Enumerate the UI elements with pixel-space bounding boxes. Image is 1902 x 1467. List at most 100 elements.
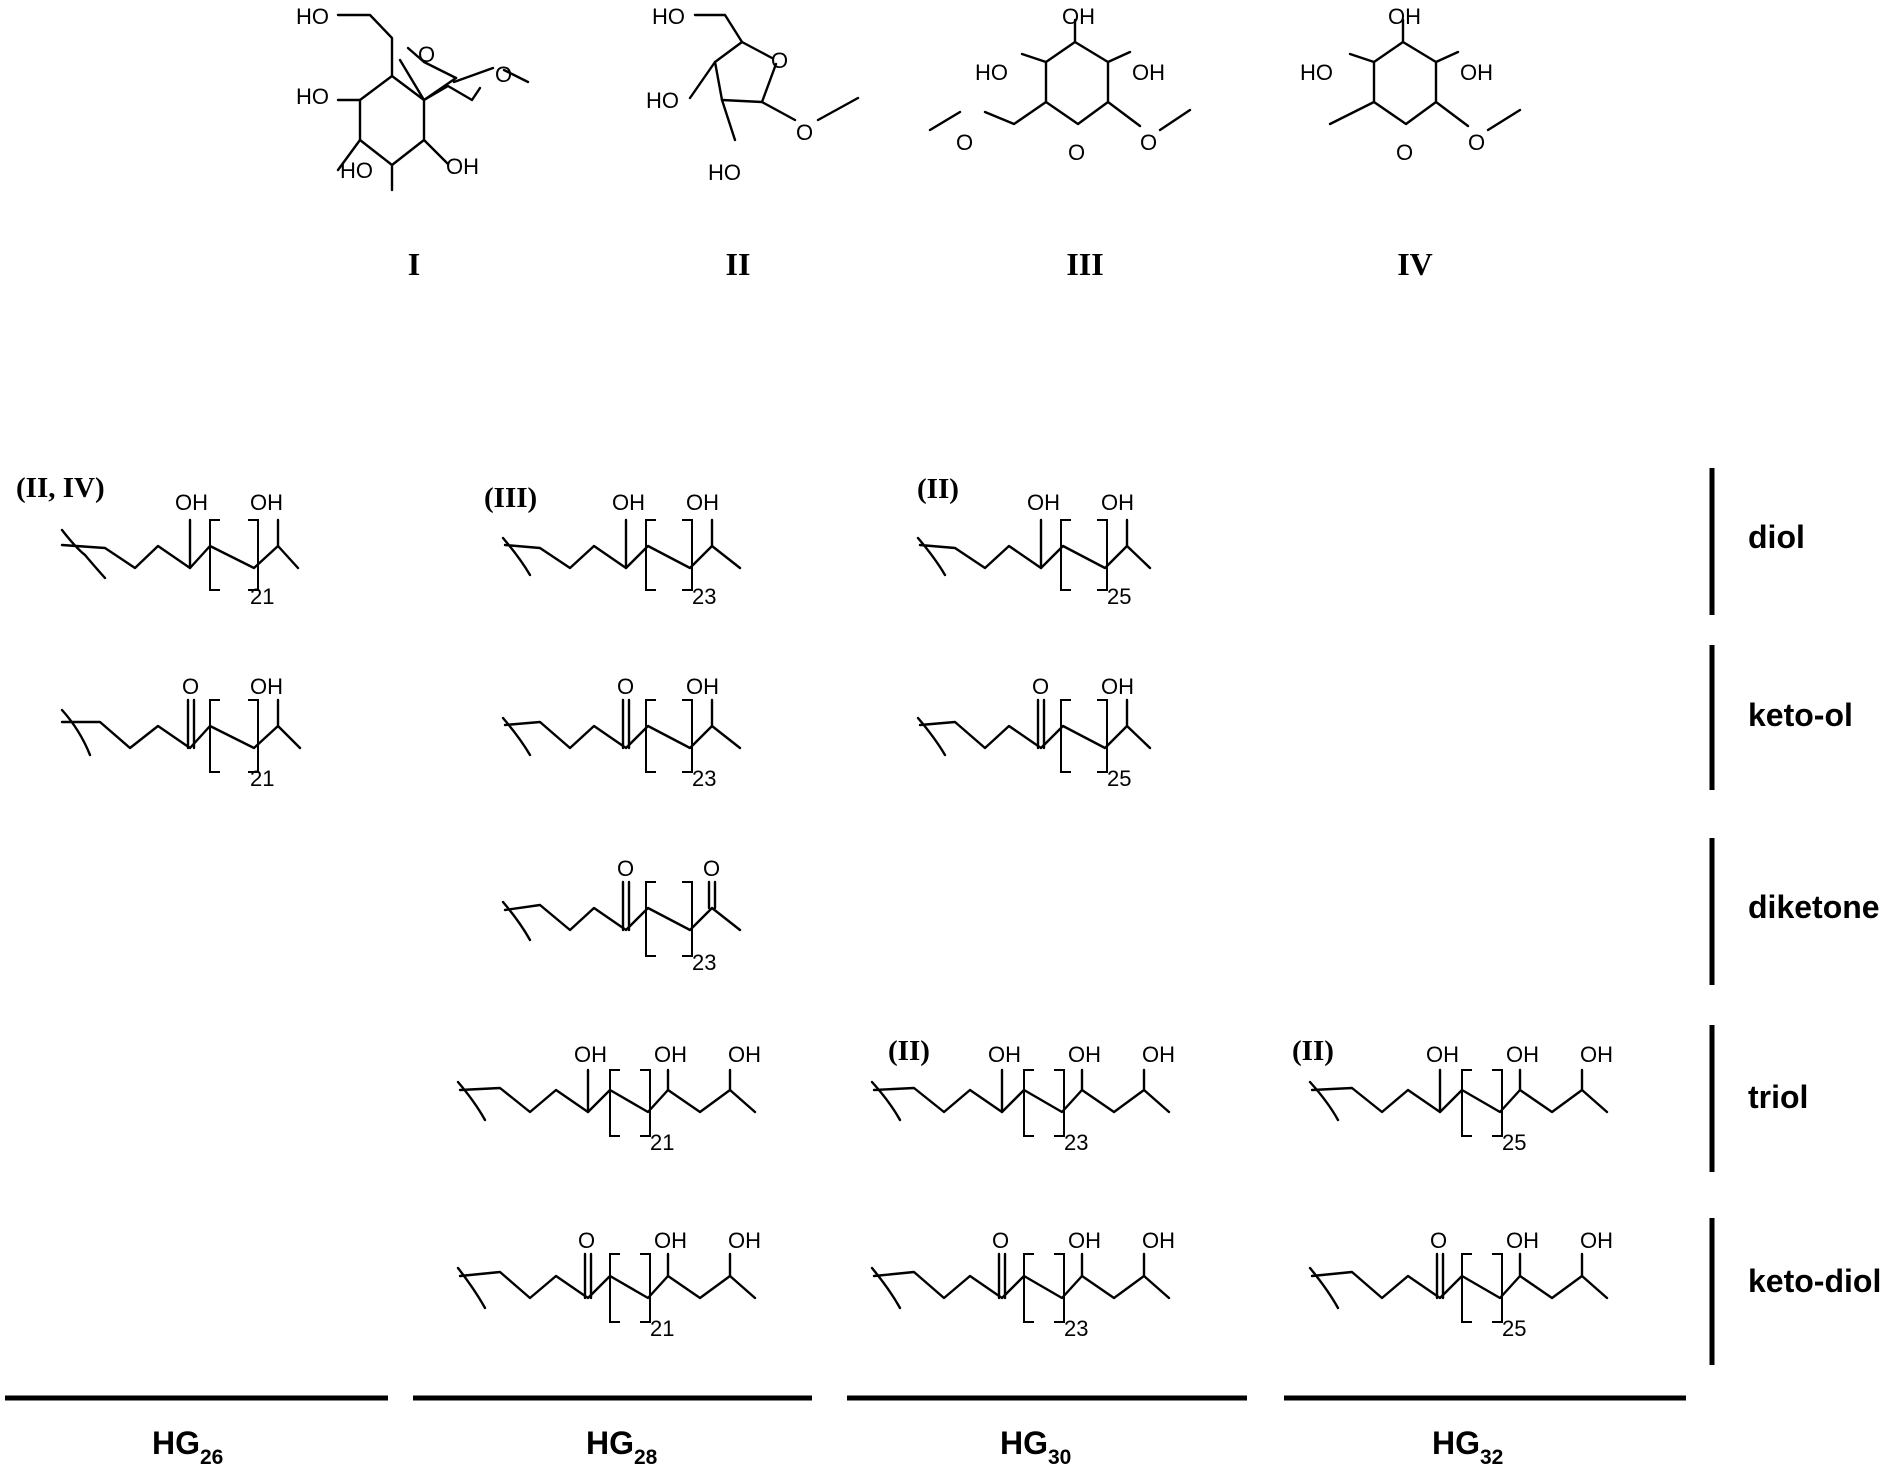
group-label-HG28: HG28 — [586, 1425, 658, 1467]
structure-keto-ol-HG28-repeat: 23 — [692, 766, 716, 791]
sugar-II-numeral: II — [726, 246, 751, 282]
structure-triol-HG30-oh-1: OH — [988, 1042, 1021, 1067]
class-labels: diol keto-ol diketone triol keto-diol — [1709, 468, 1881, 1365]
structure-triol-HG32-oh-1: OH — [1426, 1042, 1459, 1067]
structure-keto-ol-HG26: O OH 21 — [60, 674, 302, 791]
structure-triol-HG30-repeat: 23 — [1064, 1130, 1088, 1155]
structure-triol-HG32-repeat: 25 — [1502, 1130, 1526, 1155]
structure-diol-HG30-repeat: 25 — [1107, 584, 1131, 609]
group-label-HG28-prefix: HG — [586, 1425, 634, 1461]
structure-keto-diol-HG32-oxygen: O — [1430, 1228, 1447, 1253]
sugar-IV-linkage-oxygen: O — [1468, 130, 1485, 155]
group-label-HG30-prefix: HG — [1000, 1425, 1048, 1461]
sugar-structure-III: OH HO OH O O O III — [928, 4, 1192, 282]
structure-keto-diol-HG30: O OH OH 23 — [870, 1228, 1175, 1341]
structure-diketone-HG28-repeat: 23 — [692, 950, 716, 975]
structure-keto-ol-HG28-oxygen: O — [617, 674, 634, 699]
class-label-triol: triol — [1748, 1079, 1808, 1115]
structure-keto-diol-HG28-oxygen: O — [578, 1228, 595, 1253]
structure-triol-HG32: OH OH OH 25 (II) — [1292, 1035, 1613, 1155]
group-label-HG32-prefix: HG — [1432, 1425, 1480, 1461]
structure-keto-ol-HG26-oh: OH — [250, 674, 283, 699]
structure-diol-HG26: OH OH 21 (II, IV) — [16, 472, 300, 609]
structure-keto-diol-HG30-oxygen: O — [992, 1228, 1009, 1253]
sugar-I-label-4: OH — [446, 154, 479, 179]
group-label-HG26: HG26 — [152, 1425, 223, 1467]
structure-diol-HG28-oh-1: OH — [612, 490, 645, 515]
sugar-I-label-2: HO — [296, 84, 329, 109]
structure-keto-ol-HG30-repeat: 25 — [1107, 766, 1131, 791]
structure-diol-HG28: OH OH 23 (III) — [484, 482, 742, 609]
structure-keto-ol-HG30-oxygen: O — [1032, 674, 1049, 699]
structure-diol-HG28-repeat: 23 — [692, 584, 716, 609]
sugar-IV-label-3: OH — [1460, 60, 1493, 85]
sugar-III-numeral: III — [1066, 246, 1103, 282]
structure-diol-HG30-oh-2: OH — [1101, 490, 1134, 515]
structure-diol-HG28-oh-2: OH — [686, 490, 719, 515]
structure-triol-HG28-oh-2: OH — [654, 1042, 687, 1067]
class-label-diol: diol — [1748, 519, 1805, 555]
structure-keto-ol-HG26-oxygen: O — [182, 674, 199, 699]
group-label-HG30: HG30 — [1000, 1425, 1071, 1467]
sugar-I-label-3: HO — [340, 158, 373, 183]
sugar-IV-numeral: IV — [1397, 246, 1433, 282]
structure-diol-HG26-sugar-tag: (II, IV) — [16, 472, 105, 504]
structure-triol-HG28-oh-3: OH — [728, 1042, 761, 1067]
structure-triol-HG32-oh-3: OH — [1580, 1042, 1613, 1067]
structure-triol-HG28-repeat: 21 — [650, 1130, 674, 1155]
sugar-III-linkage-oxygen-1: O — [1140, 130, 1157, 155]
sugar-structure-II: HO HO HO O O II — [646, 4, 860, 282]
class-label-keto-diol: keto-diol — [1748, 1263, 1881, 1299]
sugar-II-label-1: HO — [652, 4, 685, 29]
structure-keto-diol-HG28-oh-1: OH — [654, 1228, 687, 1253]
structure-triol-HG32-sugar-tag: (II) — [1292, 1035, 1334, 1067]
sugar-IV-label-2: HO — [1300, 60, 1333, 85]
class-label-diketone: diketone — [1748, 889, 1880, 925]
structure-diol-HG26-oh-1: OH — [175, 490, 208, 515]
structure-keto-diol-HG32-repeat: 25 — [1502, 1316, 1526, 1341]
group-label-HG26-prefix: HG — [152, 1425, 200, 1461]
sugar-III-label-1: OH — [1062, 4, 1095, 29]
structure-keto-diol-HG32: O OH OH 25 — [1308, 1228, 1613, 1341]
group-label-HG26-sub: 26 — [200, 1446, 223, 1467]
structure-diol-HG30-sugar-tag: (II) — [917, 473, 959, 505]
sugar-I-ring-oxygen: O — [418, 42, 435, 67]
structure-keto-diol-HG28: O OH OH 21 — [456, 1228, 761, 1341]
group-labels: HG26 HG28 HG30 HG32 — [5, 1395, 1686, 1467]
sugar-structure-I: HO HO HO OH O O I — [296, 4, 530, 282]
sugar-I-label-1: HO — [296, 4, 329, 29]
structure-triol-HG30: OH OH OH 23 (II) — [870, 1035, 1175, 1155]
sugar-IV-label-1: OH — [1388, 4, 1421, 29]
structure-keto-diol-HG28-oh-2: OH — [728, 1228, 761, 1253]
sugar-II-label-3: HO — [708, 160, 741, 185]
structure-triol-HG32-oh-2: OH — [1506, 1042, 1539, 1067]
structure-keto-diol-HG30-oh-2: OH — [1142, 1228, 1175, 1253]
group-label-HG28-sub: 28 — [634, 1446, 658, 1467]
sugar-structure-IV: OH HO OH O O IV — [1300, 4, 1522, 282]
sugar-I-linkage-oxygen: O — [495, 62, 512, 87]
structure-keto-diol-HG32-oh-1: OH — [1506, 1228, 1539, 1253]
sugar-II-ring-oxygen: O — [771, 48, 788, 73]
structure-diketone-HG28: O O 23 — [501, 856, 742, 975]
structure-keto-ol-HG28-oh: OH — [686, 674, 719, 699]
structure-diol-HG30: OH OH 25 (II) — [916, 473, 1152, 609]
structure-triol-HG30-sugar-tag: (II) — [888, 1035, 930, 1067]
structure-diol-HG26-repeat: 21 — [250, 584, 274, 609]
structure-triol-HG30-oh-3: OH — [1142, 1042, 1175, 1067]
structure-triol-HG28-oh-1: OH — [574, 1042, 607, 1067]
group-label-HG32: HG32 — [1432, 1425, 1503, 1467]
sugar-III-label-2: HO — [975, 60, 1008, 85]
class-label-keto-ol: keto-ol — [1748, 697, 1853, 733]
structure-keto-ol-HG28: O OH 23 — [501, 674, 742, 791]
structure-keto-diol-HG32-oh-2: OH — [1580, 1228, 1613, 1253]
structure-diol-HG30-oh-1: OH — [1027, 490, 1060, 515]
structure-diketone-HG28-oxygen-2: O — [703, 856, 720, 881]
structure-keto-ol-HG26-repeat: 21 — [250, 766, 274, 791]
structure-keto-diol-HG30-oh-1: OH — [1068, 1228, 1101, 1253]
structure-triol-HG30-oh-2: OH — [1068, 1042, 1101, 1067]
structure-diketone-HG28-oxygen-1: O — [617, 856, 634, 881]
group-label-HG30-sub: 30 — [1048, 1446, 1071, 1467]
structure-triol-HG28: OH OH OH 21 — [456, 1042, 761, 1155]
sugar-I-numeral: I — [408, 246, 420, 282]
